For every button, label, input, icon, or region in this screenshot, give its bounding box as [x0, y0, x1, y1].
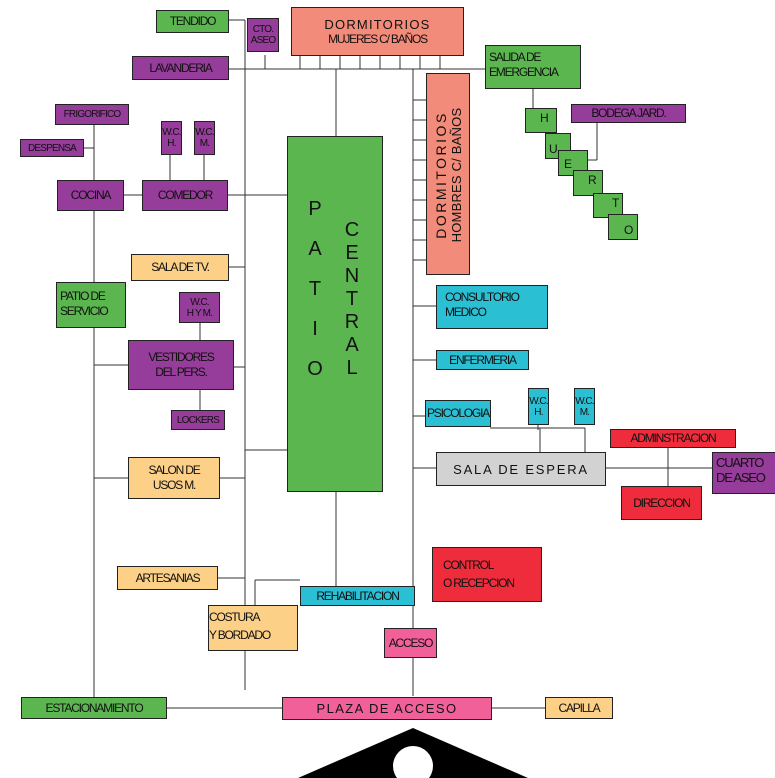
- capilla-box: CAPILLA: [545, 697, 613, 719]
- control-recepcion-box: CONTROL O RECEPCION: [432, 547, 542, 602]
- huerto-step-r: R: [573, 170, 603, 196]
- patio-servicio-box: PATIO DE SERVICIO: [56, 282, 126, 328]
- enfermeria-box: ENFERMERIA: [436, 350, 529, 370]
- costura-bordado-box: COSTURA Y BORDADO: [208, 605, 298, 651]
- sala-espera-box: SALA DE ESPERA: [436, 452, 606, 486]
- bodega-jard-box: BODEGA JARD.: [571, 104, 686, 123]
- comedor-box: COMEDOR: [142, 180, 228, 211]
- administracion-box: ADMINSTRACION: [610, 429, 736, 448]
- wc-h2-box: W.C. H.: [528, 388, 549, 425]
- salida-emergencia-box: SALIDA DE EMERGENCIA: [485, 45, 581, 89]
- cuarto-aseo-box: CUARTO DE ASEO: [712, 452, 775, 494]
- despensa-box: DESPENSA: [20, 139, 84, 157]
- artesanias-box: ARTESANIAS: [117, 566, 218, 590]
- dormitorios-hombres-label: DORMITORIOS HOMBRES C/ BAÑOS: [433, 107, 464, 243]
- rehabilitacion-box: REHABILITACION: [300, 586, 415, 606]
- acceso-box: ACCESO: [384, 628, 437, 658]
- cto-aseo-box: CTO. ASEO: [247, 18, 279, 52]
- tendido-box: TENDIDO: [156, 10, 229, 33]
- dormitorios-mujeres-box: DORMITORIOS MUJERES C/ BAÑOS: [291, 7, 464, 56]
- wc-hym-box: W.C. H Y M.: [179, 292, 220, 323]
- vestidores-box: VESTIDORES DEL PERS.: [128, 340, 234, 390]
- estacionamiento-box: ESTACIONAMIENTO: [21, 697, 167, 719]
- plaza-acceso-box: PLAZA DE ACCESO: [282, 697, 492, 720]
- wc-m-box: W.C. M.: [194, 121, 215, 155]
- patio-label: P A T I O: [307, 198, 323, 380]
- frigorifico-box: FRIGORIFICO: [55, 104, 129, 125]
- lockers-box: LOCKERS: [171, 410, 225, 430]
- direccion-box: DIRECCION: [621, 486, 702, 520]
- sala-tv-box: SALA DE TV.: [131, 254, 229, 281]
- dormitorios-hombres-box: DORMITORIOS HOMBRES C/ BAÑOS: [426, 73, 470, 275]
- central-label: C E N T R A L: [344, 219, 360, 379]
- huerto-step-h: H: [525, 108, 557, 133]
- entry-arrow-icon: [298, 728, 528, 778]
- cocina-box: COCINA: [57, 180, 124, 211]
- huerto-step-o: O: [608, 214, 638, 240]
- psicologia-box: PSICOLOGIA: [425, 400, 491, 427]
- patio-central-box: P A T I O C E N T R A L: [287, 136, 383, 492]
- wc-m2-box: W.C. M.: [574, 388, 595, 425]
- lavanderia-box: LAVANDERIA: [132, 56, 229, 80]
- consultorio-box: CONSULTORIO MEDICO: [436, 285, 548, 329]
- salon-usos-box: SALON DE USOS M.: [128, 457, 220, 499]
- wc-h-box: W.C. H.: [161, 121, 182, 155]
